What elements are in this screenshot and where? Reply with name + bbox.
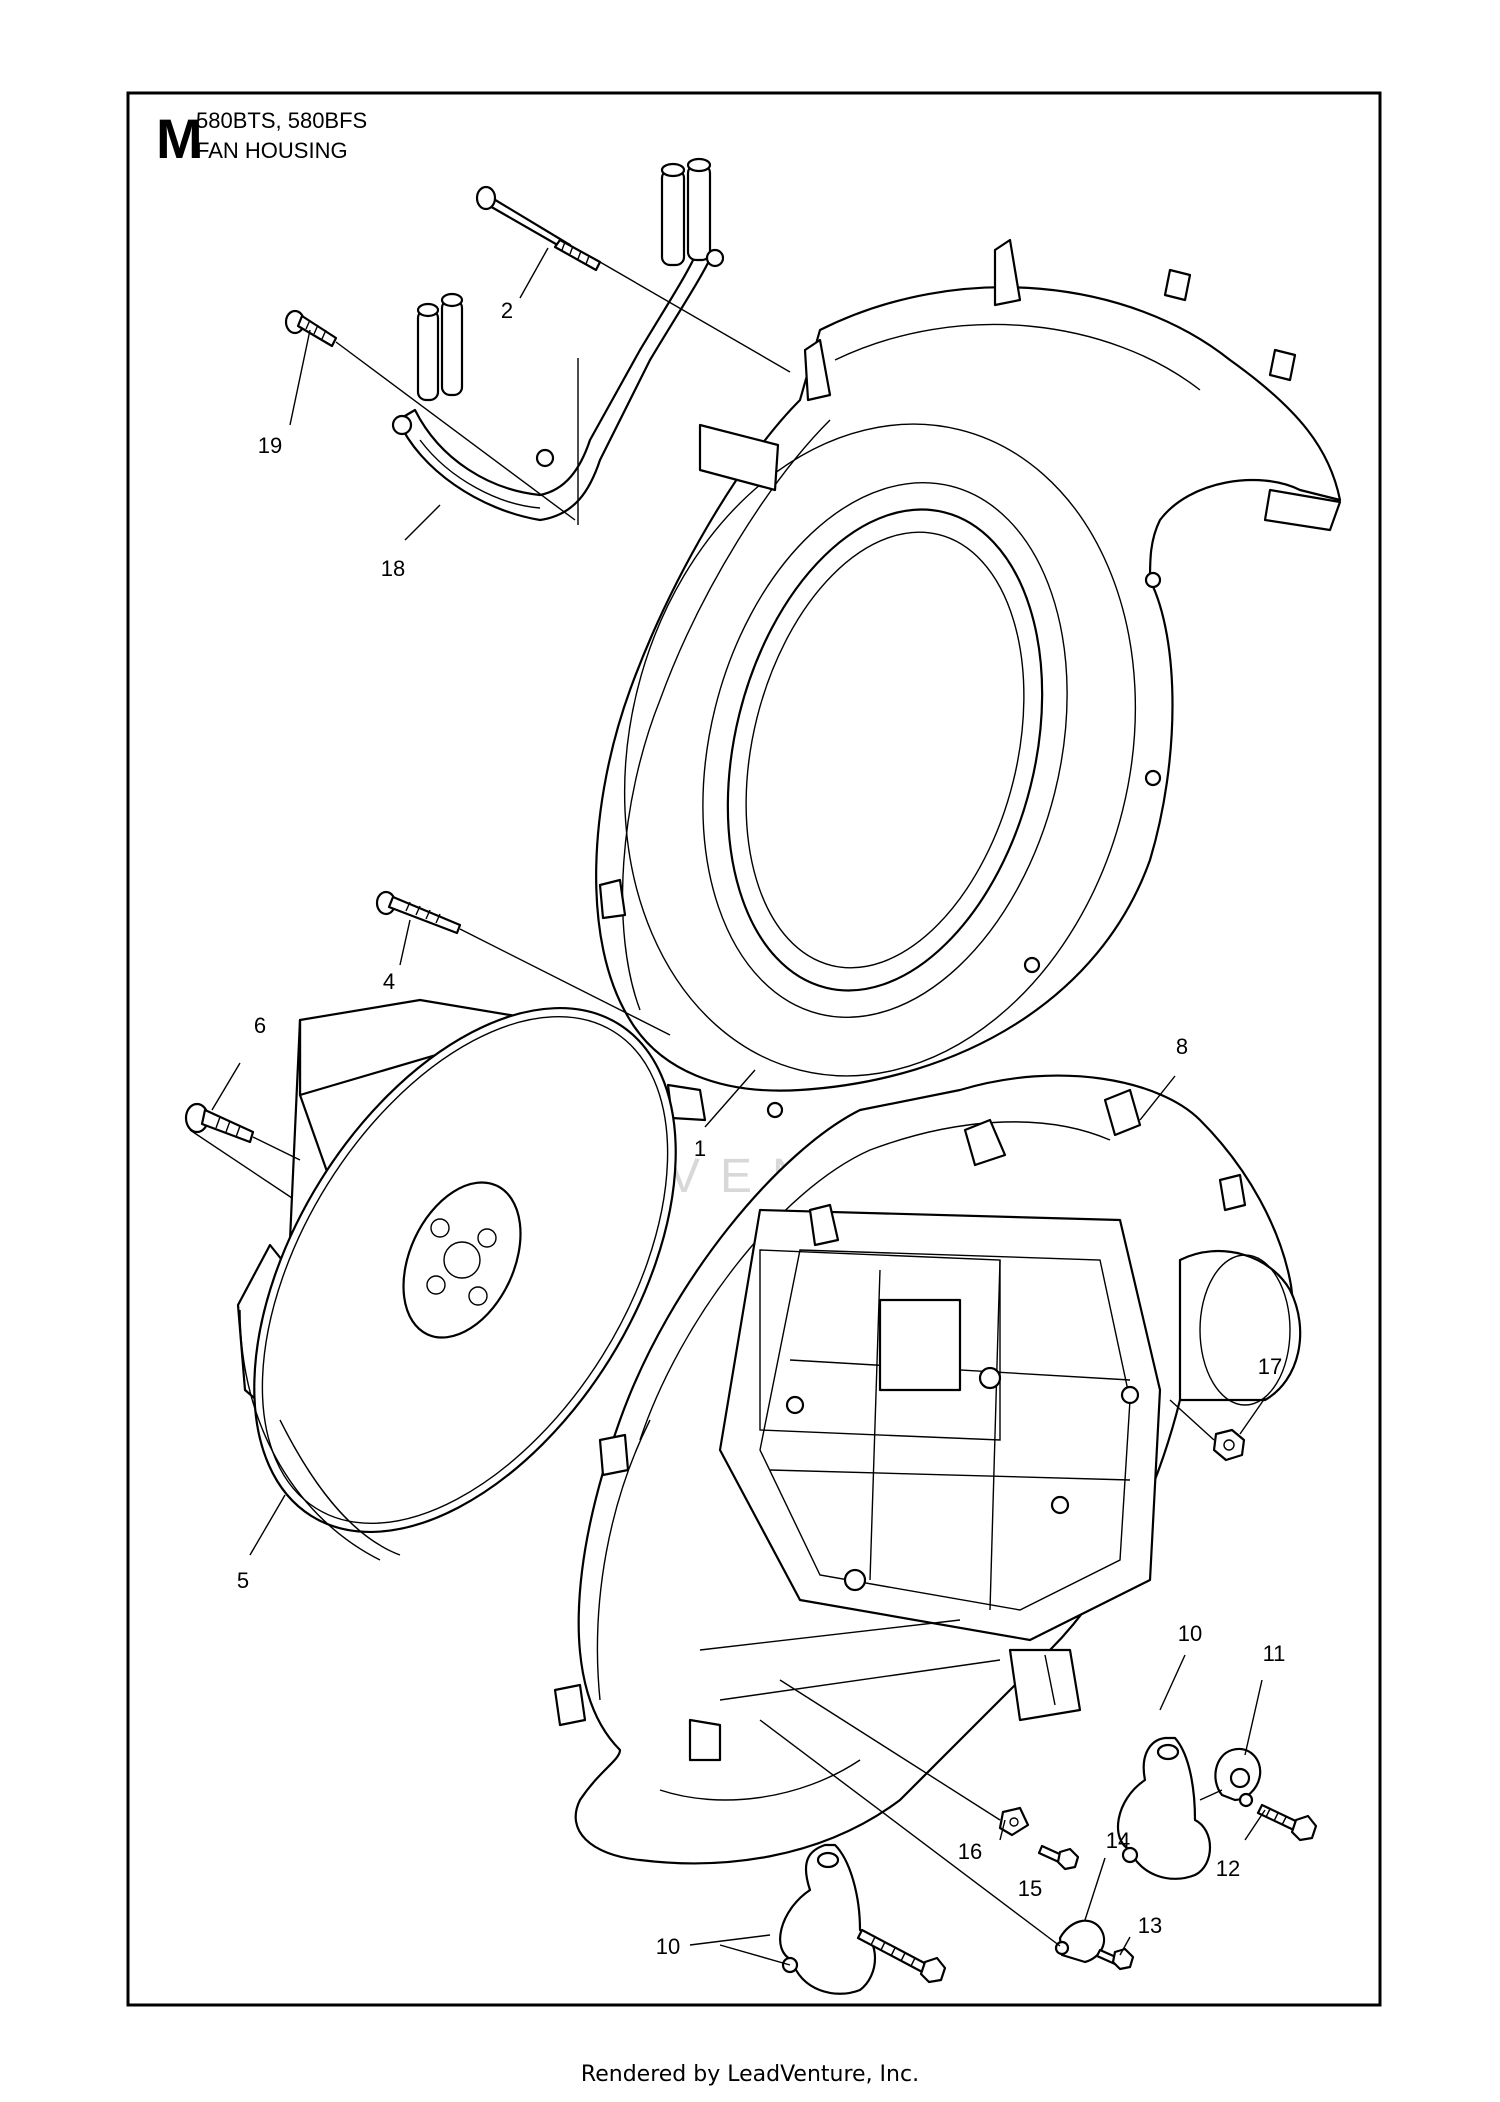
part-18-bracket bbox=[391, 157, 725, 525]
callout-11: 11 bbox=[1263, 1641, 1286, 1666]
part-1-fan-cover bbox=[595, 238, 1342, 1122]
callout-1: 1 bbox=[694, 1136, 706, 1161]
assembly-lines bbox=[189, 261, 1223, 1947]
callout-4: 4 bbox=[383, 969, 395, 994]
callout-labels: 2 19 18 4 6 8 1 5 17 10 11 16 14 15 13 1… bbox=[237, 298, 1286, 1959]
callout-2: 2 bbox=[501, 298, 513, 323]
leader-lines bbox=[211, 247, 1266, 1966]
callout-16: 16 bbox=[958, 1839, 982, 1864]
callout-14: 14 bbox=[1106, 1828, 1130, 1853]
part-4-screw bbox=[375, 890, 462, 935]
part-5-fan-wheel bbox=[236, 998, 677, 1561]
page-title: FAN HOUSING bbox=[196, 138, 348, 163]
callout-18: 18 bbox=[381, 556, 405, 581]
callout-13: 13 bbox=[1138, 1913, 1162, 1938]
part-17-nut bbox=[1212, 1428, 1246, 1462]
part-15-screw bbox=[1037, 1844, 1080, 1871]
callout-17: 17 bbox=[1258, 1354, 1282, 1379]
part-11-clamp bbox=[1214, 1747, 1262, 1808]
model-numbers: 580BTS, 580BFS bbox=[196, 108, 367, 133]
part-12-screw bbox=[1256, 1803, 1318, 1842]
part-2-bolt bbox=[475, 185, 602, 272]
foot-bolt bbox=[856, 1928, 947, 1984]
part-6-bolt bbox=[184, 1102, 255, 1144]
callout-10-lower: 10 bbox=[656, 1934, 680, 1959]
part-8-fan-housing bbox=[553, 1074, 1302, 1865]
part-10-foot-upper bbox=[1116, 1736, 1211, 1880]
callout-6: 6 bbox=[254, 1013, 266, 1038]
callout-19: 19 bbox=[258, 433, 282, 458]
part-14-clamp bbox=[1054, 1919, 1106, 1964]
part-16-clip bbox=[998, 1806, 1030, 1837]
callout-10-upper: 10 bbox=[1178, 1621, 1202, 1646]
diagram-frame bbox=[126, 91, 1382, 2007]
part-10-foot-lower bbox=[779, 1843, 877, 1995]
callout-15: 15 bbox=[1018, 1876, 1042, 1901]
part-13-screw bbox=[1095, 1947, 1135, 1971]
callout-12: 12 bbox=[1216, 1856, 1240, 1881]
callout-5: 5 bbox=[237, 1568, 249, 1593]
section-letter: M bbox=[156, 107, 203, 170]
callout-8: 8 bbox=[1176, 1034, 1188, 1059]
part-19-screw bbox=[284, 309, 338, 348]
footer-credit: Rendered by LeadVenture, Inc. bbox=[580, 2062, 920, 2087]
